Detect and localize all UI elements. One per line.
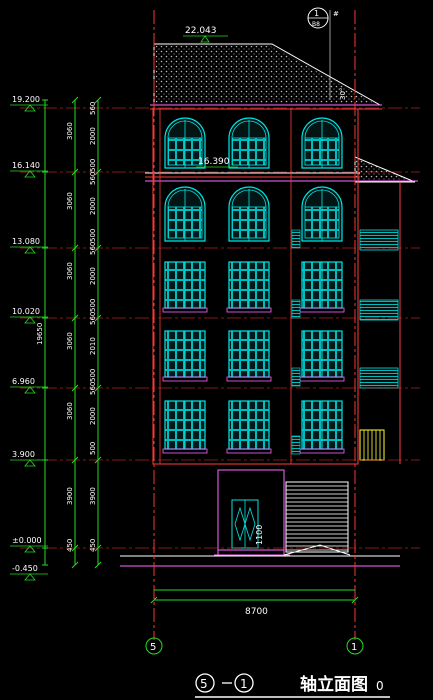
dim-inner: 500 [89, 229, 97, 242]
balcony-railing [359, 429, 385, 461]
dim-inner: 560 [89, 382, 97, 395]
title-block: 5 1 轴立面图 0 [195, 673, 390, 698]
total-width-label: 8700 [245, 607, 268, 617]
level-label: 6.960 [12, 377, 35, 386]
dim-inner: 3900 [89, 487, 97, 505]
upper-roof [150, 43, 382, 110]
level-label: 3.900 [12, 450, 35, 459]
window [164, 261, 206, 309]
dim-inner: 500 [89, 159, 97, 172]
dim-outer: 3060 [66, 262, 74, 280]
section-mark: 1 B8 # 30° [307, 7, 347, 100]
level-marker: 3.900 [10, 450, 48, 467]
ridge-elevation-label: 22.043 [185, 26, 217, 36]
level-marker: 19.200 [10, 95, 48, 112]
window [301, 400, 343, 450]
eave-elevation-label: 16.390 [198, 157, 230, 167]
arched-window [164, 117, 206, 169]
drawing-title-suffix: 0 [376, 679, 384, 693]
window [301, 330, 343, 378]
dim-inner: 2000 [89, 197, 97, 215]
dim-inner: 560 [89, 172, 97, 185]
section-mark-number: 1 [314, 9, 319, 18]
door-height-dim: 1100 [255, 525, 264, 545]
dim-inner: 450 [89, 539, 97, 552]
dimension-chains: 3060306030603060306039004505602000500560… [36, 96, 102, 569]
section-mark-side: # [333, 10, 339, 18]
window [164, 400, 206, 450]
dim-inner: 560 [89, 102, 97, 115]
arched-window [164, 186, 206, 242]
title-axis-end: 1 [240, 677, 248, 691]
dim-inner: 500 [89, 369, 97, 382]
windows [162, 117, 345, 454]
level-label: 10.020 [12, 307, 40, 316]
section-mark-sheet: B8 [312, 21, 320, 28]
dim-inner: 500 [89, 442, 97, 455]
level-label: ±0.000 [12, 536, 42, 545]
dim-outer: 3060 [66, 332, 74, 350]
level-markers: 19.200 16.140 13.080 10.020 6.960 3.900 ±0.000… [10, 95, 48, 581]
level-label: -0.450 [12, 564, 38, 573]
arched-window [301, 117, 343, 169]
grid-axes [20, 10, 420, 640]
level-marker: 10.020 [10, 307, 48, 324]
window [228, 330, 270, 378]
side-louvers [291, 229, 399, 455]
window [228, 400, 270, 450]
dim-inner: 2000 [89, 127, 97, 145]
dim-outer: 450 [66, 539, 74, 552]
dim-outer: 3060 [66, 122, 74, 140]
arched-window [228, 117, 270, 169]
walls [152, 108, 401, 465]
drawing-title: 轴立面图 [300, 674, 368, 695]
level-marker: -0.450 [10, 564, 48, 581]
axis-bubble-start: 5 [145, 637, 163, 655]
dim-outer: 3060 [66, 192, 74, 210]
arched-window [301, 186, 343, 242]
window [301, 261, 343, 309]
window [164, 330, 206, 378]
level-marker: 13.080 [10, 237, 48, 254]
level-marker: 6.960 [10, 377, 48, 394]
dim-inner: 560 [89, 312, 97, 325]
svg-text:5: 5 [150, 642, 156, 653]
roof-slope-label: 30° [339, 88, 347, 100]
ground-floor [120, 469, 400, 567]
dim-outer: 3900 [66, 487, 74, 505]
dim-total-height: 19650 [36, 323, 44, 345]
svg-text:1: 1 [351, 642, 357, 653]
level-label: 19.200 [12, 95, 40, 104]
dim-inner: 2000 [89, 407, 97, 425]
level-marker: 16.140 [10, 161, 48, 178]
dim-inner: 2010 [89, 337, 97, 355]
arched-window [228, 186, 270, 242]
dim-inner: 560 [89, 242, 97, 255]
dim-outer: 3060 [66, 402, 74, 420]
axis-bubble-end: 1 [346, 637, 364, 655]
level-label: 13.080 [12, 237, 40, 246]
dim-inner: 500 [89, 299, 97, 312]
bottom-dimension: 8700 [150, 589, 359, 617]
level-label: 16.140 [12, 161, 40, 170]
dim-inner: 2000 [89, 267, 97, 285]
lower-roof [145, 156, 418, 183]
level-marker: ±0.000 [10, 536, 48, 553]
title-axis-start: 5 [200, 677, 208, 691]
window [228, 261, 270, 309]
